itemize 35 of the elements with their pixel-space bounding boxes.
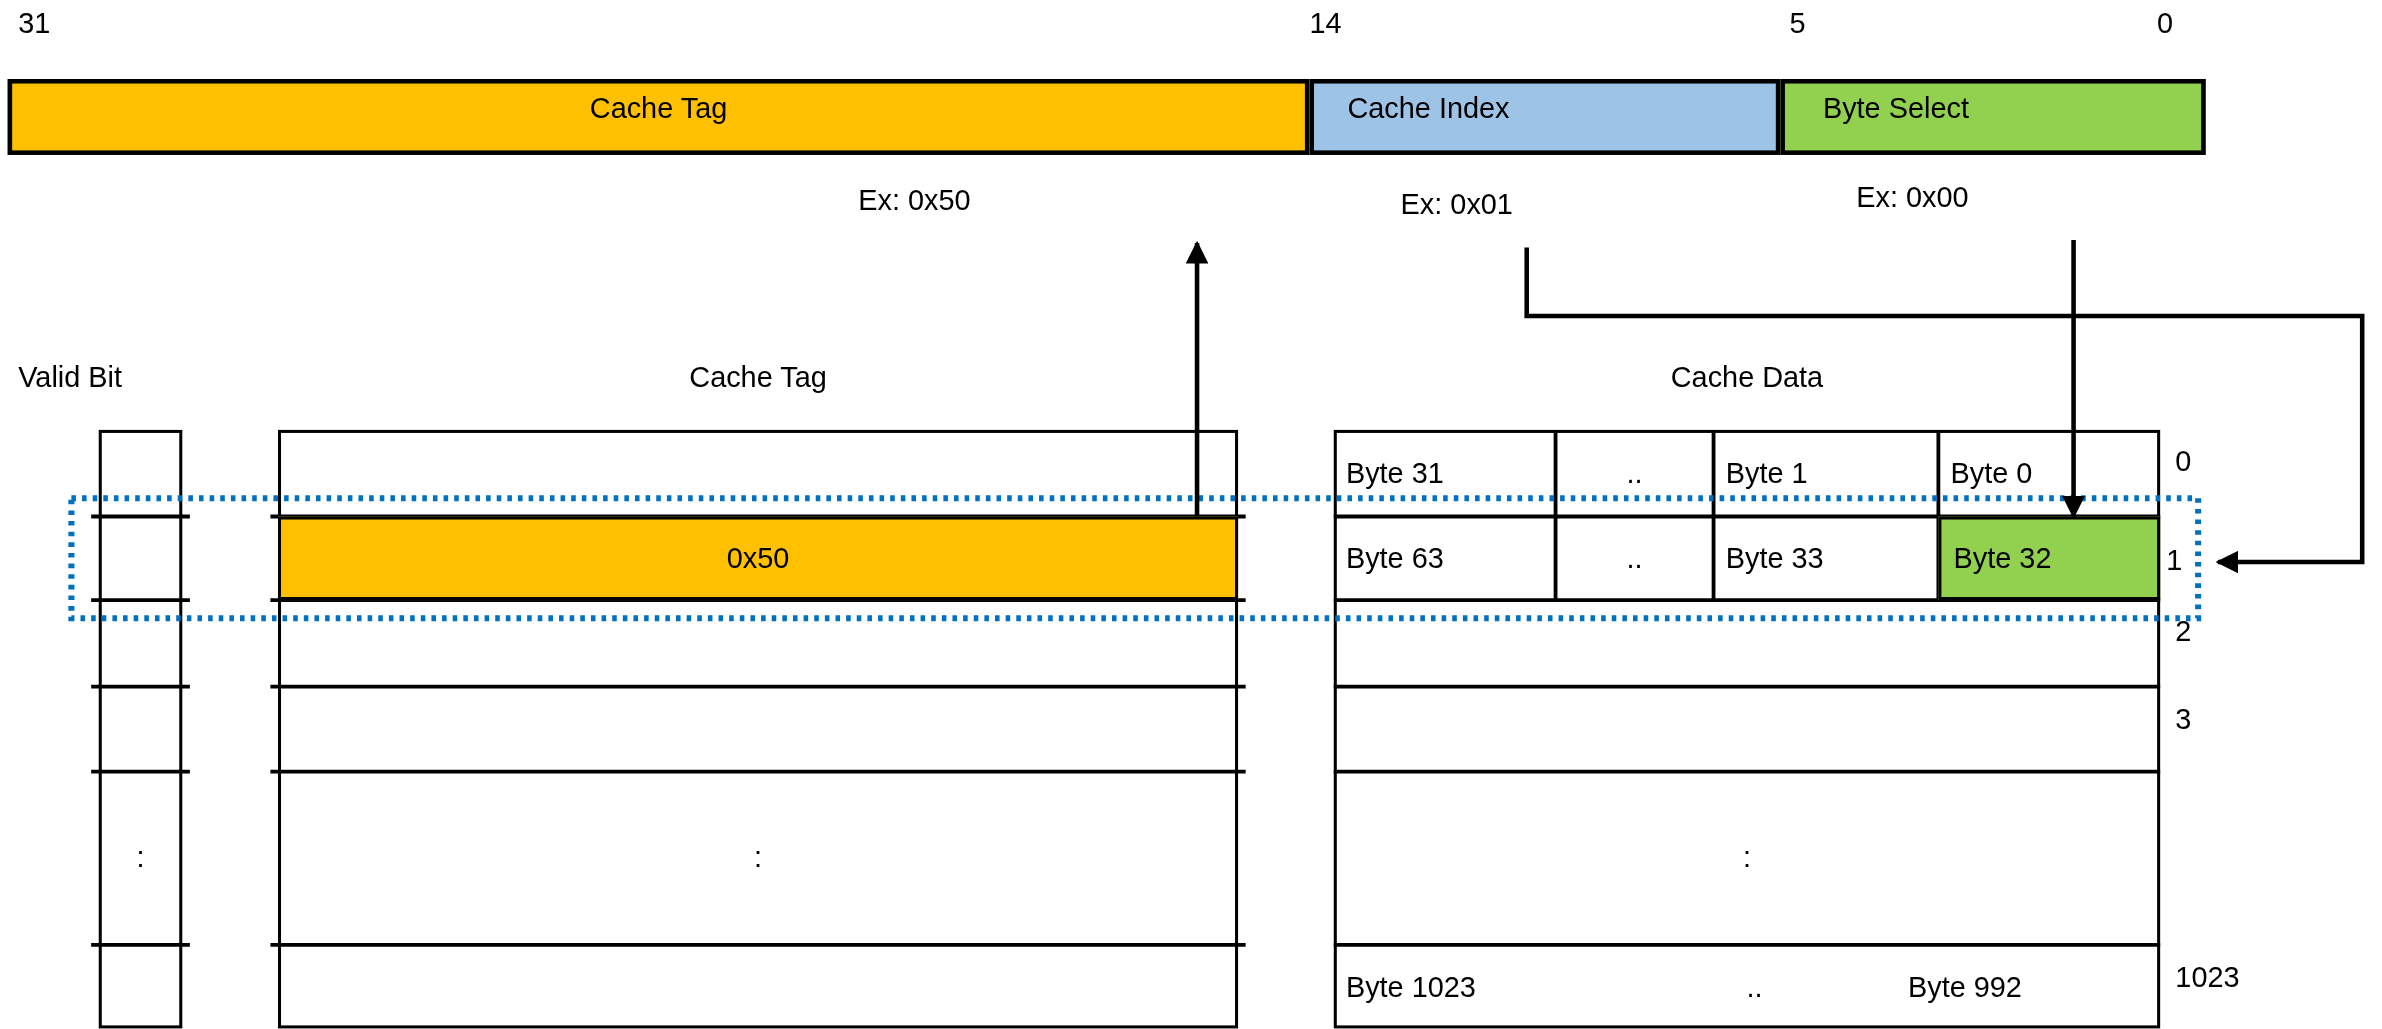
- row-index: 1: [2166, 537, 2218, 584]
- table-cell: Byte 63: [1333, 516, 1556, 601]
- address-field: Byte Select: [1780, 79, 2206, 155]
- table-cell: :: [278, 771, 1239, 945]
- arrow: [1185, 240, 1209, 517]
- table-cell: ..: [1555, 516, 1714, 601]
- table-cell: ..: [1686, 944, 1823, 1029]
- column-heading: Cache Tag: [689, 360, 827, 396]
- table-cell: 0x50: [278, 516, 1239, 601]
- row-index: 0: [2175, 444, 2192, 479]
- table-cell: Byte 1: [1713, 429, 1939, 517]
- example-value: Ex: 0x00: [1856, 179, 1969, 215]
- address-field: Cache Index: [1309, 79, 1781, 155]
- row-index: 1023: [2175, 960, 2240, 996]
- table-cell: Byte 31: [1333, 429, 1556, 517]
- row-index: 2: [2175, 614, 2192, 650]
- arrow: [1524, 247, 2365, 574]
- row-index: 3: [2175, 702, 2192, 738]
- table-cell: Byte 0: [1938, 429, 2161, 517]
- table-cell: :: [1333, 771, 2161, 945]
- table-cell: ..: [1555, 429, 1714, 517]
- column-heading: Cache Data: [1670, 360, 1824, 396]
- table-cell: Byte 32: [1938, 516, 2161, 601]
- table-cell: Byte 992: [1895, 944, 2094, 1029]
- bit-position: 31: [18, 6, 51, 42]
- bit-position: 0: [2157, 6, 2174, 42]
- column-heading: Valid Bit: [18, 360, 122, 396]
- bit-position: 14: [1309, 6, 1342, 42]
- bit-position: 5: [1789, 6, 1806, 42]
- table-cell: Byte 1023: [1333, 944, 1608, 1029]
- address-field: Cache Tag: [7, 79, 1310, 155]
- example-value: Ex: 0x01: [1400, 187, 1513, 223]
- table-cell: Byte 33: [1713, 516, 1939, 601]
- example-value: Ex: 0x50: [858, 182, 971, 218]
- arrow: [2062, 240, 2085, 519]
